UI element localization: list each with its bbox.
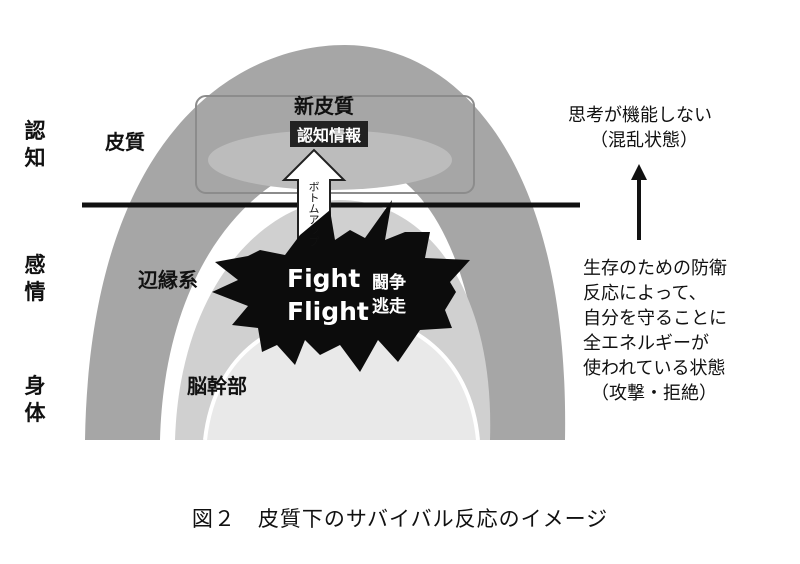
note-bottom-line3: 自分を守ることに: [583, 308, 727, 329]
note-bottom-line1: 生存のための防衛: [583, 258, 727, 279]
figure-caption: 図２ 皮質下のサバイバル反応のイメージ: [191, 507, 609, 531]
note-bottom-line2: 反応によって、: [583, 283, 707, 304]
fight-flight-text: Fight Flight: [287, 262, 369, 328]
flight-label: Flight: [287, 297, 369, 326]
side-label-body: 身体: [24, 374, 46, 425]
neocortex-ellipse: [208, 130, 452, 190]
side-label-emotion: 感情: [24, 253, 46, 304]
fight-flight-burst: [212, 200, 470, 372]
neocortex-box: [195, 95, 475, 194]
fight-ja-label: 闘争: [372, 273, 406, 293]
cortex-dome: [85, 45, 566, 440]
note-survival-state: 生存のための防衛 反応によって、 自分を守ることに 全エネルギーが 使われている…: [583, 256, 727, 406]
upward-arrow-head: [631, 164, 647, 180]
fight-label: Fight: [287, 264, 361, 293]
note-bottom-line4: 全エネルギーが: [583, 333, 709, 354]
fight-flight-ja: 闘争 逃走: [372, 271, 406, 319]
note-top-line1: 思考が機能しない: [568, 105, 712, 126]
bottom-up-label: ボトムアップ: [307, 181, 320, 247]
label-neocortex: 新皮質: [294, 94, 354, 118]
label-brainstem: 脳幹部: [187, 374, 247, 398]
cognitive-info-label: 認知情報: [290, 121, 369, 147]
note-bottom-line5: 使われている状態: [583, 358, 726, 379]
note-thinking-fails: 思考が機能しない （混乱状態）: [568, 103, 712, 153]
side-label-cognition: 認知: [24, 119, 46, 170]
flight-ja-label: 逃走: [372, 297, 406, 317]
note-top-line2: （混乱状態）: [590, 130, 698, 151]
note-bottom-line6: （攻撃・拒絶）: [591, 383, 717, 404]
label-cortex: 皮質: [105, 130, 145, 154]
label-limbic: 辺縁系: [138, 268, 198, 292]
